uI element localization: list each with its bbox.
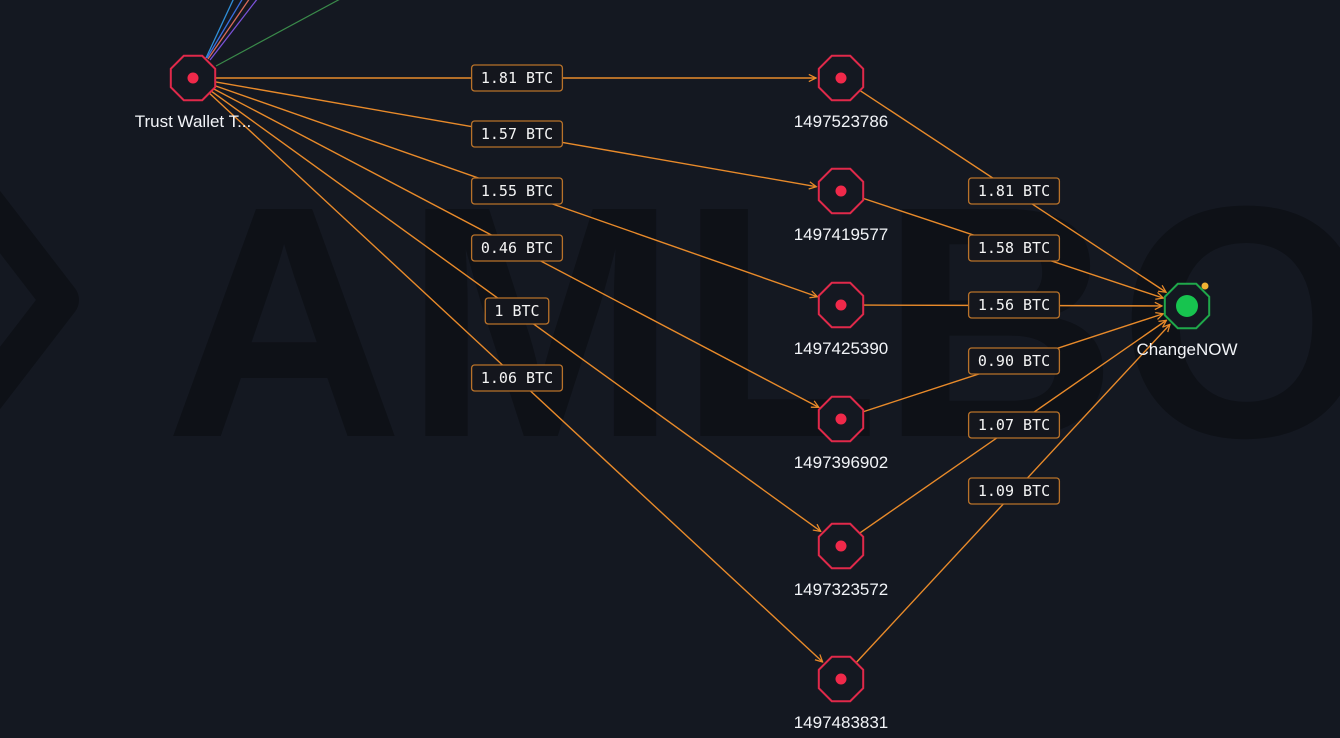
nodes-layer: Trust Wallet T... 1497523786 1497419577 149… <box>135 54 1238 732</box>
edge-label-in-4-box <box>470 234 564 262</box>
edge-label-in-1-box <box>470 64 564 92</box>
address-node-3-label: 1497425390 <box>794 339 889 358</box>
edge-label-out-4-box <box>967 347 1061 375</box>
address-node-5[interactable]: 1497323572 <box>794 522 889 599</box>
edge-label-out-3-box <box>967 291 1061 319</box>
edge-label-in-2[interactable]: 1.57 BTC <box>470 120 564 148</box>
edge-label-out-6-box <box>967 477 1061 505</box>
address-node-4-label: 1497396902 <box>794 453 889 472</box>
edge-label-in-6-text: 1.06 BTC <box>481 369 553 387</box>
wallet-octagon-icon <box>169 54 217 102</box>
address-node-1-label: 1497523786 <box>794 112 889 131</box>
edge-labels-layer: 1.81 BTC 1.57 BTC 1.55 BTC 0.46 BTC 1 BTC 1.0… <box>470 64 1061 505</box>
exchange-octagon-icon <box>1163 282 1211 330</box>
edge-label-in-3[interactable]: 1.55 BTC <box>470 177 564 205</box>
edge-label-in-3-box <box>470 177 564 205</box>
source-wallet-node-label: Trust Wallet T... <box>135 112 252 131</box>
edge-label-in-4[interactable]: 0.46 BTC <box>470 234 564 262</box>
address-octagon-icon <box>817 281 865 329</box>
address-node-4[interactable]: 1497396902 <box>794 395 889 472</box>
edge-label-out-6-text: 1.09 BTC <box>978 482 1050 500</box>
edge-label-out-6[interactable]: 1.09 BTC <box>967 477 1061 505</box>
address-octagon-icon <box>817 54 865 102</box>
address-octagon-icon <box>817 167 865 215</box>
edge-label-out-5-box <box>967 411 1061 439</box>
edge-label-in-5-box <box>484 297 550 325</box>
edge-label-out-3-text: 1.56 BTC <box>978 296 1050 314</box>
watermark-chevron-icon <box>0 190 79 410</box>
source-wallet-node[interactable]: Trust Wallet T... <box>135 54 252 131</box>
address-octagon-icon <box>817 395 865 443</box>
edge-label-out-1[interactable]: 1.81 BTC <box>967 177 1061 205</box>
edge-label-in-4-text: 0.46 BTC <box>481 239 553 257</box>
edge-label-out-3[interactable]: 1.56 BTC <box>967 291 1061 319</box>
address-node-6[interactable]: 1497483831 <box>794 655 889 732</box>
edge-label-in-2-text: 1.57 BTC <box>481 125 553 143</box>
edge-label-out-4[interactable]: 0.90 BTC <box>967 347 1061 375</box>
edge-label-in-6-box <box>470 364 564 392</box>
edge-label-out-2-text: 1.58 BTC <box>978 239 1050 257</box>
address-node-5-label: 1497323572 <box>794 580 889 599</box>
address-node-2[interactable]: 1497419577 <box>794 167 889 244</box>
offscreen-edges <box>205 0 340 67</box>
address-octagon-icon <box>817 522 865 570</box>
edge-label-out-5[interactable]: 1.07 BTC <box>967 411 1061 439</box>
address-node-6-label: 1497483831 <box>794 713 889 732</box>
address-node-3[interactable]: 1497425390 <box>794 281 889 358</box>
exchange-node[interactable]: ChangeNOW <box>1136 282 1238 360</box>
edge-label-in-6[interactable]: 1.06 BTC <box>470 364 564 392</box>
edge-label-out-1-text: 1.81 BTC <box>978 182 1050 200</box>
address-node-2-label: 1497419577 <box>794 225 889 244</box>
edge-label-out-2[interactable]: 1.58 BTC <box>967 234 1061 262</box>
edge-label-out-4-text: 0.90 BTC <box>978 352 1050 370</box>
edge-label-out-5-text: 1.07 BTC <box>978 416 1050 434</box>
edge-label-in-1-text: 1.81 BTC <box>481 69 553 87</box>
edge-label-in-5-text: 1 BTC <box>494 302 539 320</box>
address-octagon-icon <box>817 655 865 703</box>
edge-label-in-1[interactable]: 1.81 BTC <box>470 64 564 92</box>
edge-label-out-1-box <box>967 177 1061 205</box>
status-badge-icon <box>1201 282 1209 290</box>
address-node-1[interactable]: 1497523786 <box>794 54 889 131</box>
edge-label-out-2-box <box>967 234 1061 262</box>
exchange-node-label: ChangeNOW <box>1136 340 1237 359</box>
edge-label-in-2-box <box>470 120 564 148</box>
edge-label-in-5[interactable]: 1 BTC <box>484 297 550 325</box>
edge-label-in-3-text: 1.55 BTC <box>481 182 553 200</box>
